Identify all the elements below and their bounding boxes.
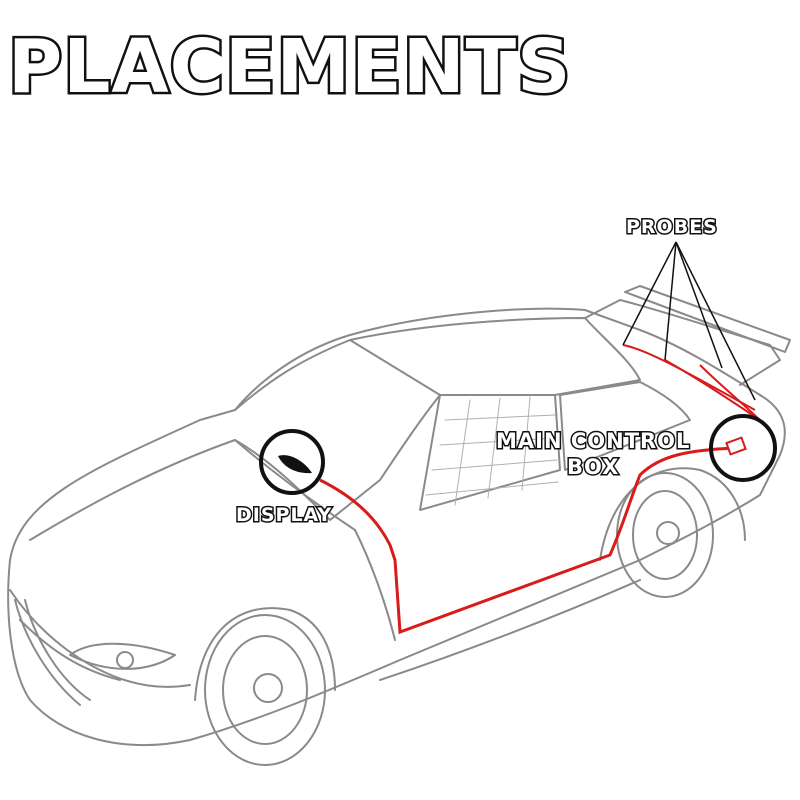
- car-outline-icon: [7, 285, 791, 766]
- control-box-icon: [725, 436, 747, 456]
- main-control-label-line1: MAIN CONTROL: [494, 427, 691, 454]
- probes-label: PROBES: [625, 215, 719, 240]
- display-label: DISPLAY: [234, 503, 333, 528]
- main-wire: [319, 446, 736, 635]
- probe-pointer-lines: [622, 241, 756, 401]
- control-box-highlight-circle: [709, 414, 777, 482]
- main-control-box-label: MAIN CONTROL BOX: [494, 427, 691, 481]
- display-device-icon: [278, 455, 312, 474]
- page-title: PLACEMENTS: [5, 24, 572, 110]
- display-highlight-circle: [259, 429, 325, 495]
- main-control-label-line2: BOX: [566, 454, 620, 481]
